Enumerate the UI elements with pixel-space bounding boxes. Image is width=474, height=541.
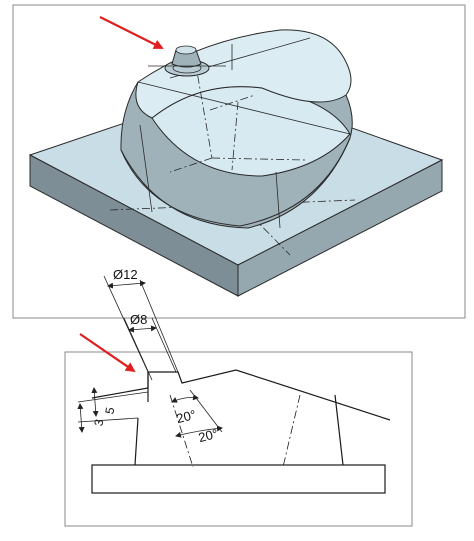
- sloped-boss: [120, 29, 353, 229]
- boss-left-wall: [134, 417, 139, 466]
- inner-diameter-label: Ø8: [130, 312, 147, 327]
- boss-top-face: [135, 29, 352, 119]
- small-cone-feature: [148, 45, 226, 77]
- draft-angle-2-label: 20°: [197, 426, 220, 445]
- diameter-dimension-lines: [103, 275, 179, 381]
- boss-edge-line: [137, 81, 351, 135]
- angle-dimension-lines: [171, 389, 223, 438]
- outer-diameter-label: Ø12: [113, 267, 138, 282]
- section-view-panel: Ø12 Ø8 5 3 20° 20°: [64, 267, 413, 527]
- section-red-arrow: [79, 333, 136, 373]
- plate-center-lines: [109, 147, 356, 256]
- iso-red-arrow: [99, 16, 164, 49]
- section-panel-border: [64, 351, 413, 527]
- boss-lower-ellipse: [120, 137, 351, 227]
- height-large-label: 5: [102, 406, 117, 415]
- section-base-plate: [91, 464, 386, 494]
- draft-angle-1-label: 20°: [175, 407, 198, 426]
- height-small-label: 3: [91, 418, 106, 427]
- boss-side-seam-right: [275, 171, 281, 229]
- height-dimension-lines: [77, 387, 149, 433]
- iso-view-panel: [12, 4, 466, 319]
- cone-top: [175, 45, 197, 55]
- boss-side-seam-left: [139, 124, 153, 213]
- boss-right-wall: [334, 394, 344, 466]
- plate-right-side: [237, 159, 443, 297]
- boss-center-lines: [169, 59, 306, 173]
